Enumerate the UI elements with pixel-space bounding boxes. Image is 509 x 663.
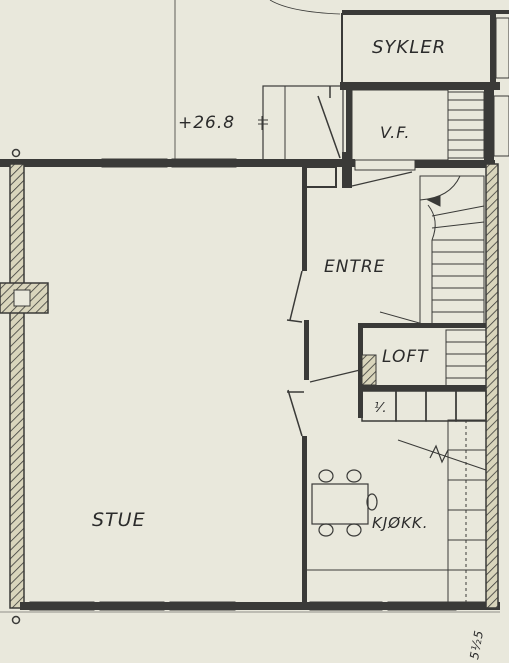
north-wall [0,158,495,171]
entry-door [342,152,413,188]
label-side-note: 5½5 [467,629,486,661]
south-wall [20,601,500,611]
elevation-mark [258,116,268,130]
east-wall [485,163,499,609]
label-elevation: +26.8 [178,113,235,133]
loft-closet [309,323,487,422]
vf-room [346,89,509,161]
label-sykler: SYKLER [372,37,446,58]
sykler-room [340,10,509,90]
label-marker: ⅟. [374,401,388,416]
label-kjokken: KJØKK. [372,514,429,532]
label-stue: STUE [92,509,146,531]
site-lines [0,0,500,613]
west-wall [0,148,49,625]
label-entre: ENTRE [324,257,385,277]
label-vf: V.F. [380,123,410,142]
label-loft: LOFT [382,347,429,367]
dining-table [311,469,378,537]
kitchen-elements [307,419,487,603]
living-room-partition [286,166,337,604]
